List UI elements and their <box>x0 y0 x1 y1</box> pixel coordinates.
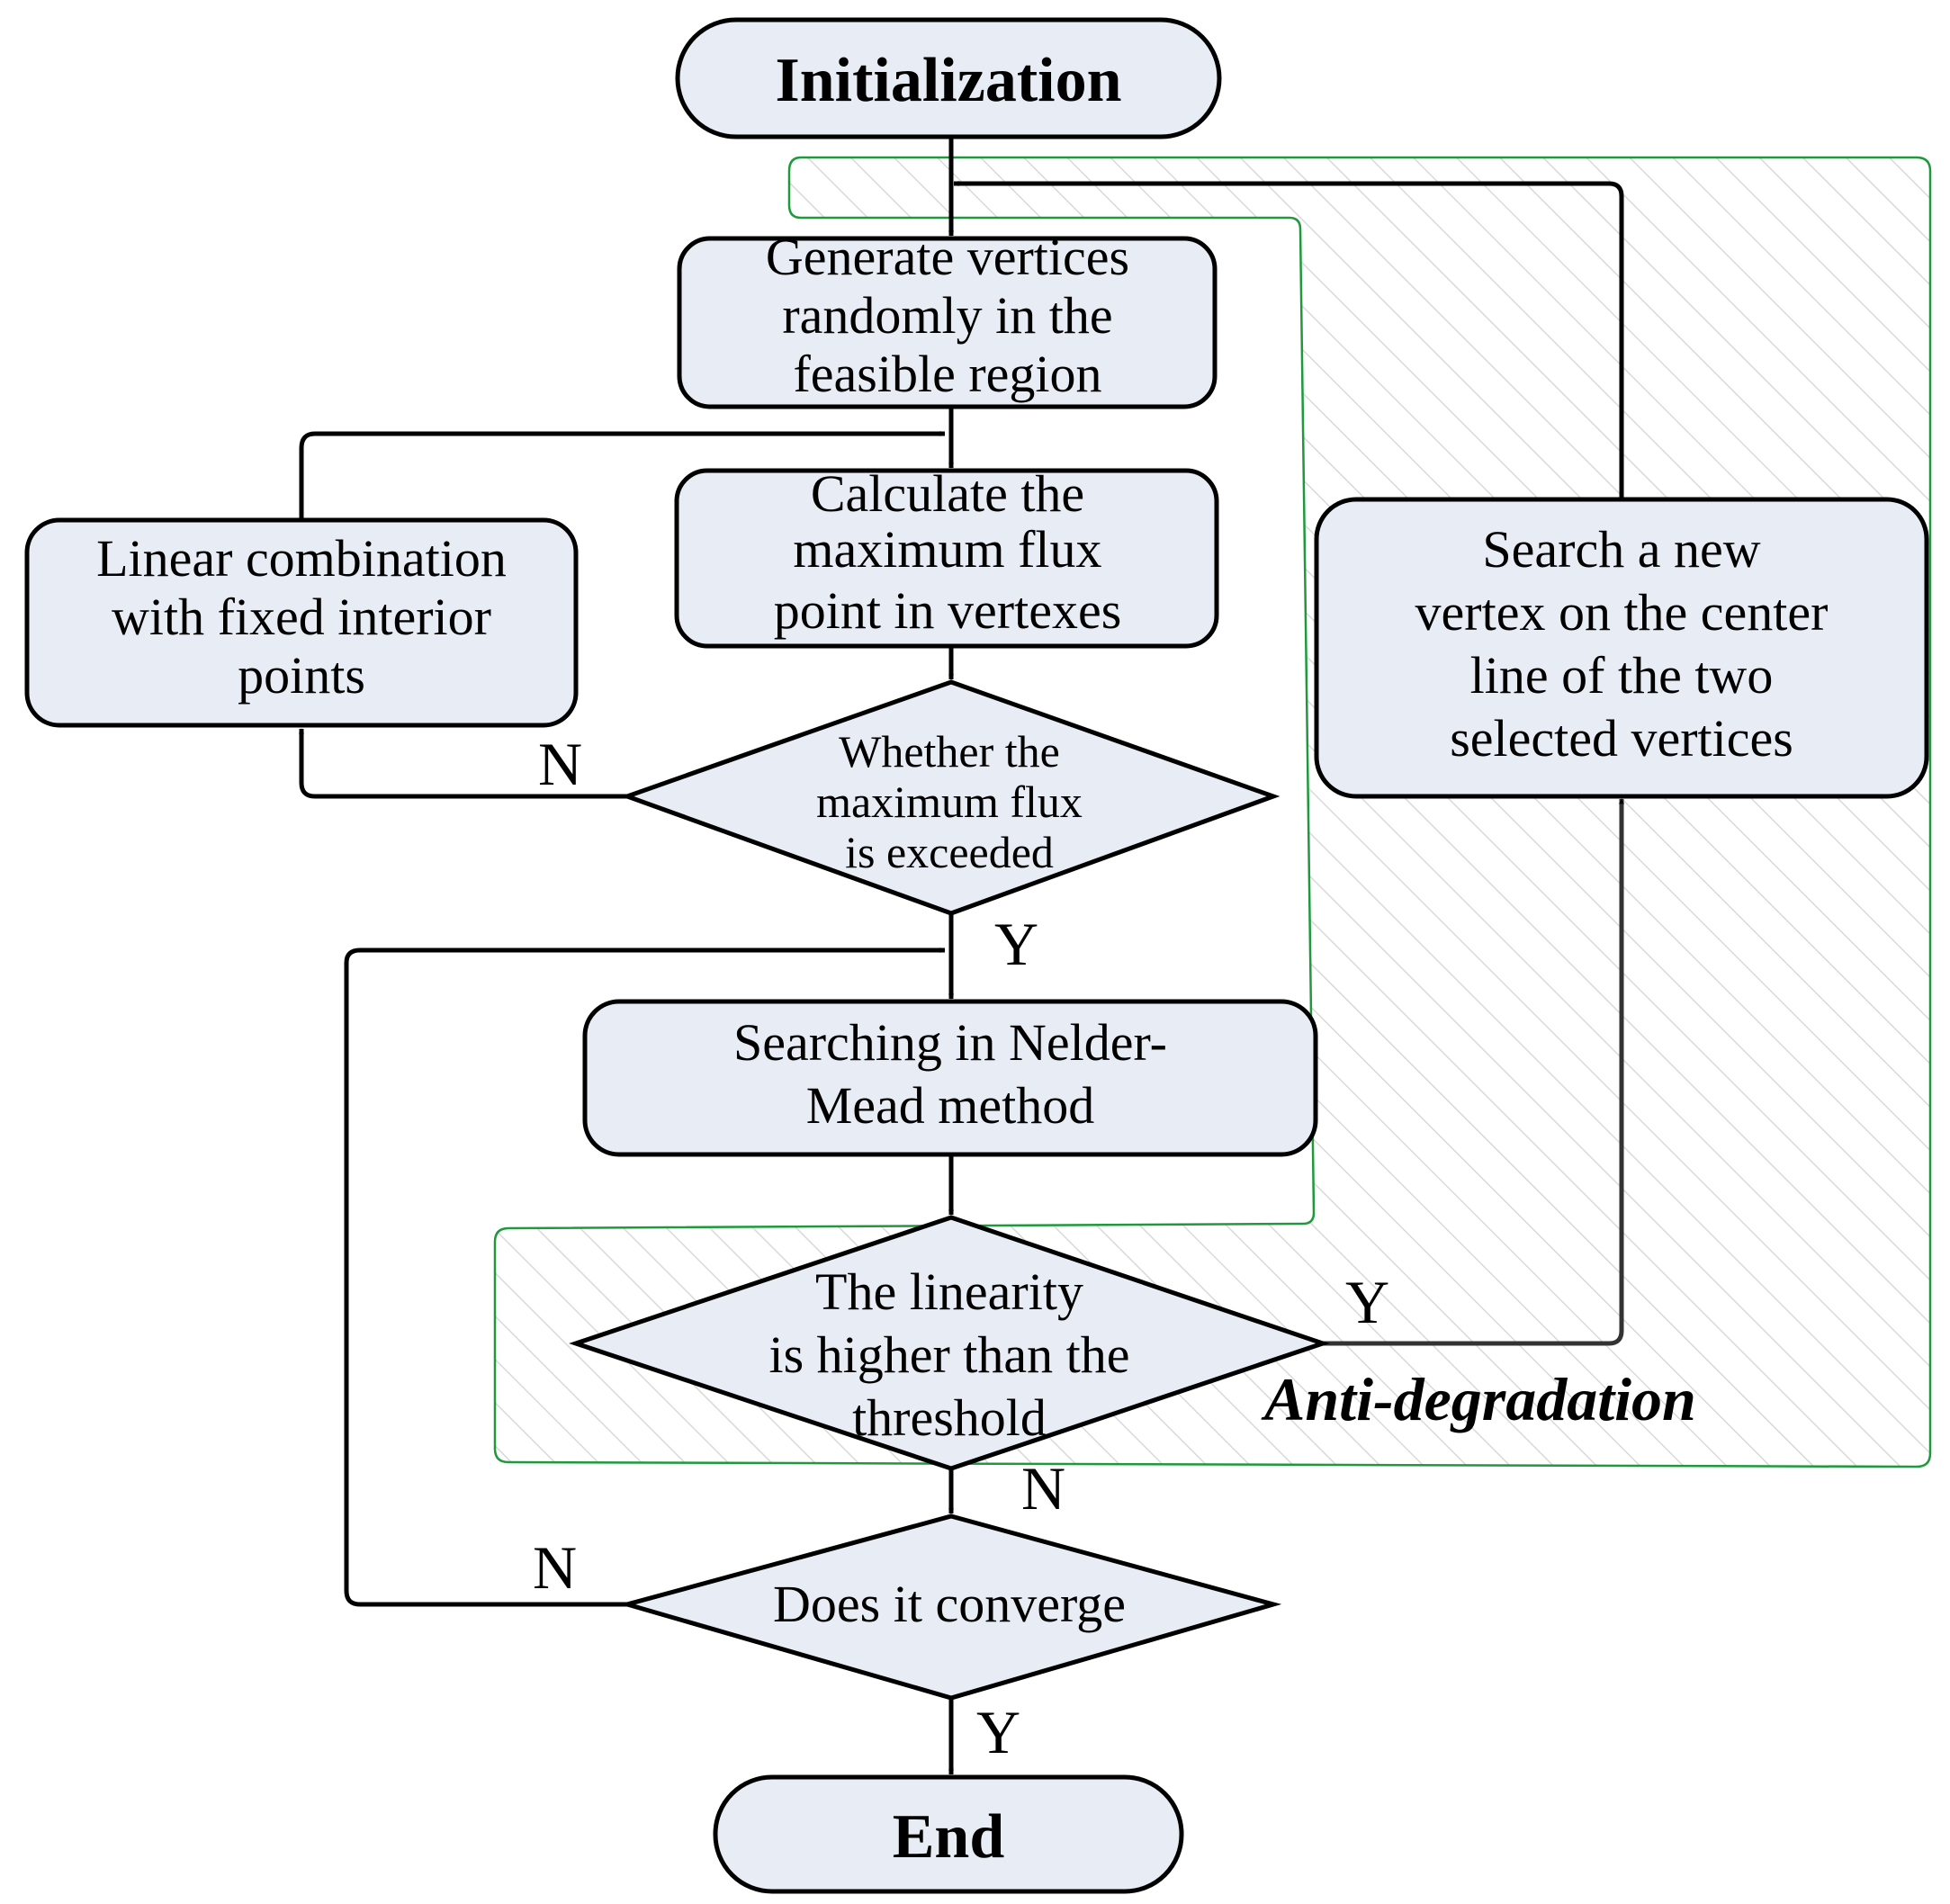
anti-degradation-region <box>493 156 1932 1468</box>
search-vertex-box <box>1314 497 1929 799</box>
linearity-check-line-1: The linearity <box>815 1262 1083 1321</box>
flux-check-line-2: maximum flux <box>816 777 1083 827</box>
linearity-check-line-3: threshold <box>852 1388 1047 1447</box>
node-converge-check: Does it converge <box>618 1513 1282 1701</box>
linear-line-3: points <box>238 646 365 705</box>
calculate-line-2: maximum flux <box>793 520 1101 579</box>
node-calculate: Calculate the maximum flux point in vert… <box>674 464 1219 649</box>
flux-no-label: N <box>538 730 582 798</box>
search-vertex-line-3: line of the two <box>1470 646 1774 705</box>
end-label: End <box>893 1802 1005 1872</box>
edge-converge-no-to-nelder <box>344 948 946 1607</box>
node-generate: Generate vertices randomly in the feasib… <box>677 228 1218 409</box>
flux-yes-label: Y <box>994 910 1038 978</box>
converge-no-label: N <box>533 1533 577 1602</box>
generate-line-1: Generate vertices <box>766 228 1129 286</box>
calculate-box <box>674 468 1219 649</box>
node-nelder-mead: Searching in Nelder- Mead method <box>582 999 1318 1157</box>
linearity-no-label: N <box>1021 1454 1065 1522</box>
generate-box <box>677 236 1218 409</box>
node-flux-check: Whether the maximum flux is exceeded <box>620 679 1281 916</box>
start-terminal <box>675 17 1222 139</box>
linear-line-1: Linear combination <box>96 529 507 588</box>
search-vertex-line-4: selected vertices <box>1450 709 1793 768</box>
node-end: End <box>713 1774 1184 1894</box>
edges <box>299 137 1624 1775</box>
linear-line-2: with fixed interior <box>112 588 491 646</box>
calculate-line-3: point in vertexes <box>774 581 1122 640</box>
converge-check-label: Does it converge <box>773 1575 1126 1633</box>
node-start: Initialization <box>675 17 1222 139</box>
node-linear: Linear combination with fixed interior p… <box>24 517 579 728</box>
generate-line-2: randomly in the <box>782 286 1112 345</box>
node-linearity-check: The linearity is higher than the thresho… <box>569 1215 1330 1471</box>
flux-check-line-3: is exceeded <box>845 827 1054 877</box>
search-vertex-line-1: Search a new <box>1482 520 1760 579</box>
nelder-mead-box <box>582 999 1318 1157</box>
linear-box <box>24 517 579 728</box>
linearity-check-diamond <box>569 1215 1330 1471</box>
linearity-yes-label: Y <box>1345 1268 1389 1336</box>
generate-line-3: feasible region <box>793 345 1101 403</box>
flux-check-diamond <box>620 679 1281 916</box>
nelder-mead-line-2: Mead method <box>806 1076 1095 1135</box>
calculate-line-1: Calculate the <box>811 464 1084 523</box>
converge-check-diamond <box>618 1513 1282 1701</box>
node-search-vertex: Search a new vertex on the center line o… <box>1314 497 1929 799</box>
edge-search-to-generate <box>953 181 1624 498</box>
start-label: Initialization <box>775 46 1121 115</box>
edge-linear-to-calculate <box>299 431 946 520</box>
search-vertex-line-2: vertex on the center <box>1415 583 1829 642</box>
converge-yes-label: Y <box>976 1698 1020 1766</box>
linearity-check-line-2: is higher than the <box>768 1325 1129 1384</box>
end-terminal <box>713 1774 1184 1894</box>
anti-degradation-label: Anti-degradation <box>1261 1365 1696 1433</box>
edge-flux-no-to-linear <box>299 728 627 799</box>
nelder-mead-line-1: Searching in Nelder- <box>733 1013 1167 1072</box>
flux-check-line-1: Whether the <box>839 726 1060 777</box>
edge-linearity-yes-to-search <box>1323 798 1624 1346</box>
